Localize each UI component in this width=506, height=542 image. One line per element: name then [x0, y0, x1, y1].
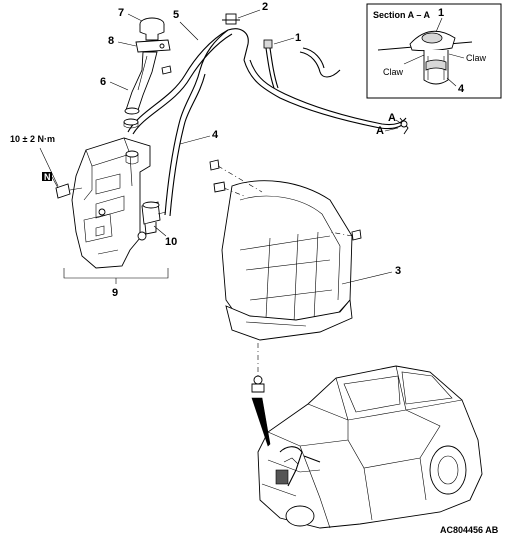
- vehicle-outline: [251, 365, 483, 529]
- washer-hoses: [127, 13, 409, 217]
- reservoir-cap-assembly: [123, 17, 172, 129]
- claw-right-label: Claw: [466, 53, 487, 63]
- section-title: Section A – A: [373, 10, 431, 20]
- nut-badge: [42, 172, 52, 181]
- figure-code: AC804456 AB: [440, 525, 499, 535]
- section-marker-a-lower: A: [376, 125, 384, 137]
- torque-label: 10 ± 2 N·m: [10, 134, 55, 144]
- washer-reservoir: N 10 ± 2 N·m 9: [10, 134, 169, 299]
- splash-shield: 3: [209, 159, 401, 384]
- callout-6: 6: [100, 76, 106, 88]
- callout-5: 5: [173, 9, 179, 21]
- callout-10: 10: [165, 236, 177, 248]
- section-inset: Section A – A 1 Claw Claw 4: [366, 3, 502, 99]
- nut-badge-letter: N: [44, 172, 51, 182]
- bracket-icon: [135, 39, 171, 53]
- callout-3: 3: [395, 265, 401, 277]
- section-marker-a-upper: A: [388, 112, 396, 124]
- callout-1: 1: [295, 32, 301, 44]
- callout-8: 8: [108, 35, 114, 47]
- callout-9: 9: [112, 287, 118, 299]
- callout-2: 2: [262, 1, 268, 13]
- claw-left-label: Claw: [383, 67, 404, 77]
- section-callout-4: 4: [458, 83, 465, 95]
- callout-4: 4: [212, 129, 219, 141]
- washer-pump: 10: [137, 201, 177, 248]
- section-callout-1: 1: [438, 7, 444, 19]
- callout-7: 7: [118, 7, 124, 19]
